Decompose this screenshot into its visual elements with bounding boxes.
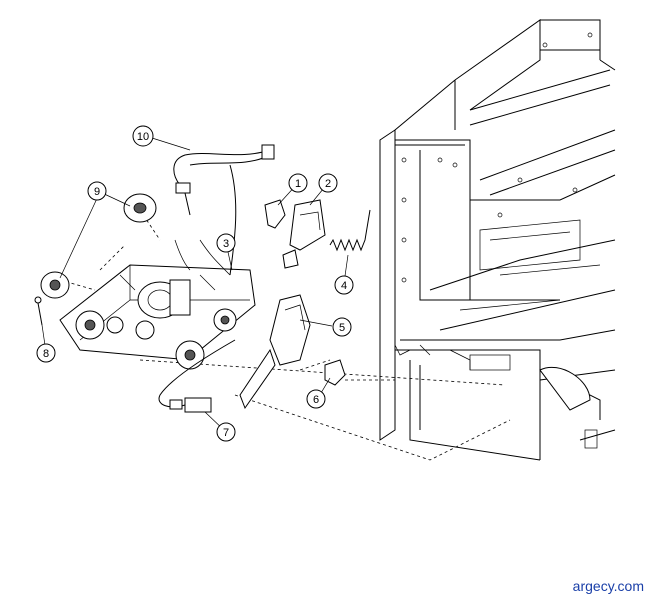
callout-2: 2 [318,173,338,193]
small-bracket-part-6 [324,359,346,386]
callout-leaders [41,137,349,433]
callout-7-label: 7 [223,427,229,439]
cable-harness-part-10 [173,144,275,276]
callout-8-label: 8 [43,348,49,360]
link-bracket-part-5 [239,294,311,410]
callout-5: 5 [332,317,352,337]
callout-3: 3 [216,233,236,253]
callout-5-label: 5 [339,322,345,334]
callout-10: 10 [132,125,154,147]
callout-9: 9 [87,181,107,201]
callout-6-label: 6 [313,394,319,406]
callout-9-label: 9 [94,186,100,198]
callout-6: 6 [306,389,326,409]
printer-frame [379,19,616,461]
callout-4-label: 4 [341,280,347,292]
callout-4: 4 [334,275,354,295]
callout-3-label: 3 [223,238,229,250]
roller-part-9 [40,193,157,299]
actuator-part-1 [264,199,286,229]
callout-1: 1 [288,173,308,193]
callout-1-label: 1 [295,178,301,190]
gear-motor-assembly [59,239,256,370]
sensor-bracket-part-2 [282,199,326,269]
spring-part-4 [329,209,371,252]
callout-8: 8 [36,343,56,363]
watermark: argecy.com [572,578,644,594]
callout-7: 7 [216,422,236,442]
connector-part-7 [158,339,236,413]
screw-part-8 [34,296,43,326]
callout-2-label: 2 [325,178,331,190]
callout-10-label: 10 [137,131,149,143]
